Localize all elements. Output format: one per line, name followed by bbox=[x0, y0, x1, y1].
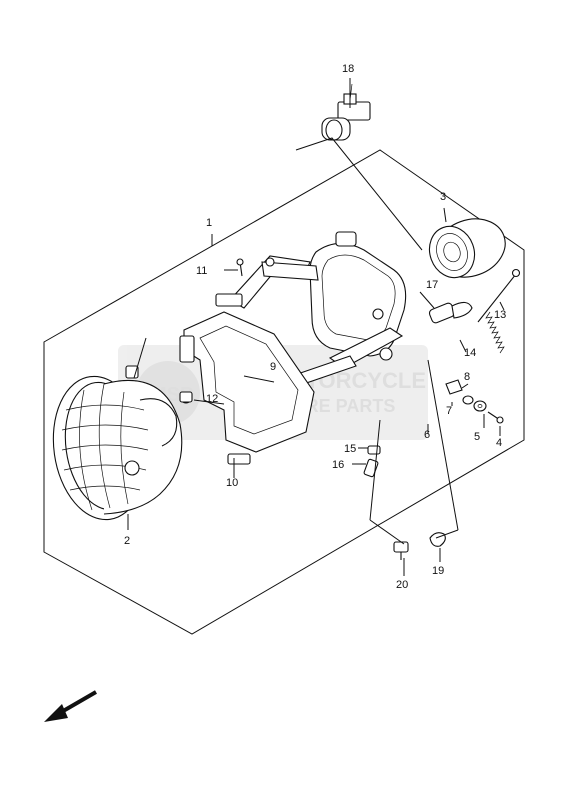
leader-lines bbox=[127, 78, 505, 576]
headlamp-housing-bracket bbox=[279, 231, 407, 391]
callout-labels: 1 2 3 4 5 6 7 8 9 10 11 12 13 14 15 16 1… bbox=[124, 63, 506, 591]
position-lamp-socket bbox=[428, 301, 473, 324]
callout-8: 8 bbox=[464, 371, 470, 383]
upper-stay bbox=[229, 255, 319, 309]
adjusting-screw bbox=[477, 268, 521, 323]
callout-11: 11 bbox=[196, 265, 207, 277]
headlamp-unit bbox=[52, 365, 192, 521]
callout-17: 17 bbox=[426, 279, 438, 291]
assembly-frame bbox=[43, 149, 525, 635]
callout-5: 5 bbox=[474, 431, 480, 443]
headlamp-stay-bracket bbox=[179, 293, 315, 465]
callout-3: 3 bbox=[440, 191, 446, 203]
callout-16: 16 bbox=[332, 459, 344, 471]
callout-6: 6 bbox=[424, 429, 430, 441]
lamp-socket-cover bbox=[428, 218, 506, 279]
front-direction-arrow bbox=[44, 690, 98, 722]
callout-10: 10 bbox=[226, 477, 238, 489]
adjuster-spring bbox=[485, 311, 505, 354]
callout-1: 1 bbox=[206, 217, 212, 229]
callout-15: 15 bbox=[344, 443, 356, 455]
callout-12: 12 bbox=[206, 393, 218, 405]
callout-14: 14 bbox=[464, 347, 476, 359]
callout-7: 7 bbox=[446, 405, 452, 417]
callout-20: 20 bbox=[396, 579, 408, 591]
headlamp-bulb bbox=[321, 83, 371, 141]
callout-19: 19 bbox=[432, 565, 444, 577]
callout-2: 2 bbox=[124, 535, 130, 547]
callout-4: 4 bbox=[496, 437, 502, 449]
callout-9: 9 bbox=[270, 361, 276, 373]
callout-13: 13 bbox=[494, 309, 506, 321]
callout-18: 18 bbox=[342, 63, 354, 75]
